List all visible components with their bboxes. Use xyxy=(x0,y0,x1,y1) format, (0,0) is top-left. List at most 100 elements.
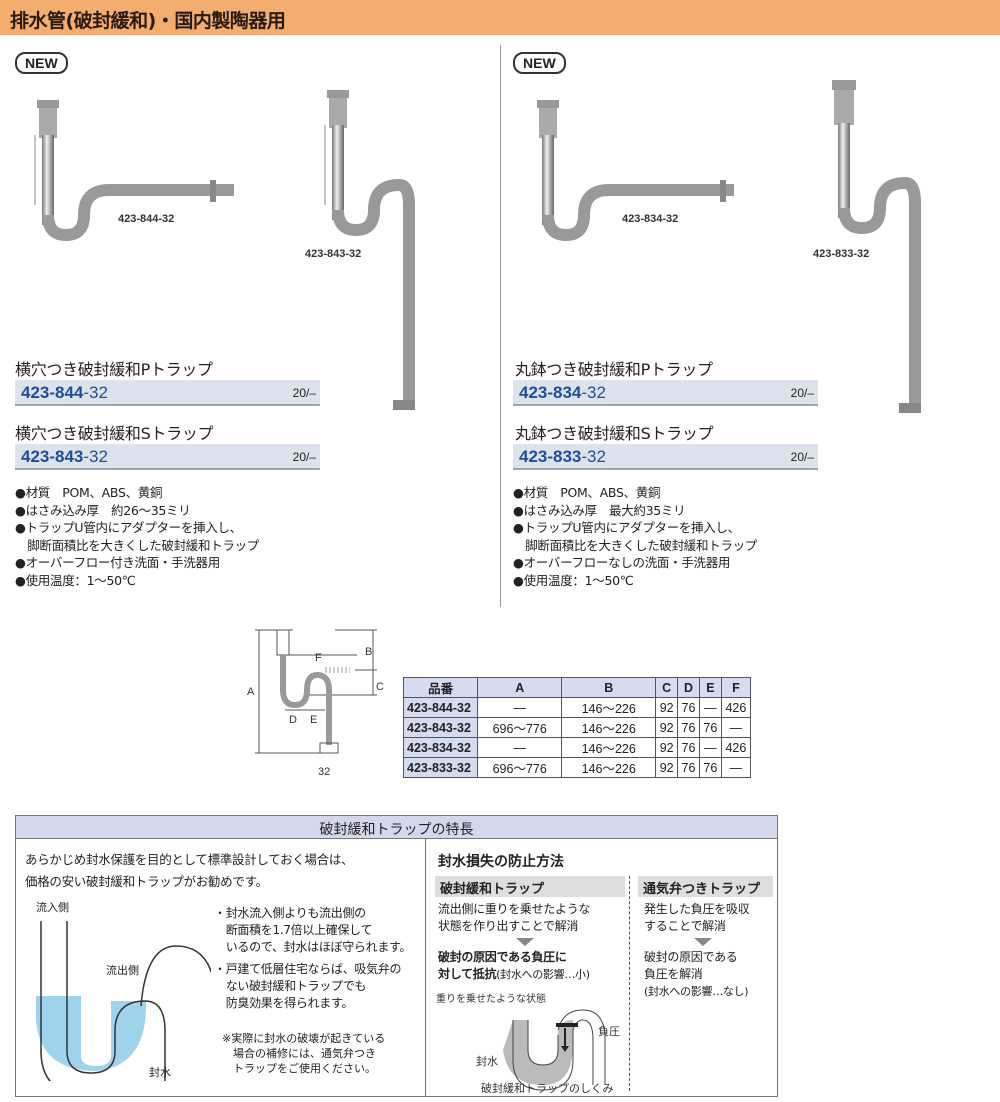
dimension-diagram: A B C D E F 32 xyxy=(247,629,384,778)
cell: — xyxy=(698,697,722,718)
cell: 92 xyxy=(655,737,679,758)
dim-label-32: 32 xyxy=(318,766,330,778)
desc-line: 発生した負圧を吸収 xyxy=(644,902,750,916)
new-badge: NEW xyxy=(513,52,566,74)
cell: — xyxy=(477,697,563,718)
point-line: 断面積を1.7倍以上確保して xyxy=(214,923,373,937)
cell: 696〜776 xyxy=(477,757,563,778)
note-line: トラップをご使用ください。 xyxy=(222,1062,376,1075)
cell: — xyxy=(720,757,752,778)
fig-caption: 破封緩和トラップのしくみ xyxy=(481,1081,613,1095)
dim-label-a: A xyxy=(247,686,255,698)
product-code: 423-833 xyxy=(519,447,582,466)
mechanism-figure: 重りを乗せたような状態 負圧 封水 破封緩和トラップのしくみ xyxy=(436,992,620,1095)
cell: 426 xyxy=(720,697,752,718)
price: 20/– xyxy=(292,386,316,400)
dim-label-d: D xyxy=(289,714,297,726)
s-trap-image-423-833 xyxy=(832,80,921,413)
result-line: 負圧を解消 xyxy=(644,967,703,981)
col2-result: 破封の原因である負圧を解消(封水への影響…なし) xyxy=(644,949,749,1000)
cell: — xyxy=(477,737,563,758)
spec-item: ●材質 POM、ABS、黄銅 xyxy=(513,485,661,500)
spec-list: ●材質 POM、ABS、黄銅●はさみ込み厚 最大約35ミリ●トラップU管内にアダ… xyxy=(513,484,757,589)
code-suffix: -32 xyxy=(581,447,606,466)
point-line: 防臭効果を得られます。 xyxy=(214,996,354,1010)
col1-head: 破封緩和トラップ xyxy=(435,876,625,897)
col1-result: 破封の原因である負圧に対して抵抗(封水への影響…小) xyxy=(438,949,590,983)
spec-item: ●トラップU管内にアダプターを挿入し、 xyxy=(15,520,242,535)
cell: 92 xyxy=(655,717,679,738)
cell: 146〜226 xyxy=(561,697,657,718)
cell: 76 xyxy=(698,757,722,778)
product-code: 423-843 xyxy=(21,447,84,466)
spec-list: ●材質 POM、ABS、黄銅●はさみ込み厚 約26〜35ミリ●トラップU管内にア… xyxy=(15,484,259,589)
box-divider xyxy=(425,839,426,1097)
th: D xyxy=(677,677,700,698)
cell: 146〜226 xyxy=(561,737,657,758)
col2-desc: 発生した負圧を吸収することで解消 xyxy=(644,901,750,935)
dim-label-e: E xyxy=(310,714,317,726)
feature-points: ・封水流入側よりも流出側の 断面積を1.7倍以上確保して いるので、封水はほぼ守… xyxy=(214,905,412,1012)
spec-item: 脚断面積比を大きくした破封緩和トラップ xyxy=(15,537,260,553)
th: C xyxy=(655,677,679,698)
cell: 92 xyxy=(655,697,679,718)
cell: 76 xyxy=(698,717,722,738)
price: 20/– xyxy=(790,450,814,464)
product-row: 423-844-32 20/– xyxy=(15,380,320,406)
outlet-label: 流出側 xyxy=(106,963,139,977)
cell: — xyxy=(698,737,722,758)
feature-box: 破封緩和トラップの特長 あらかじめ封水保護を目的として標準設計しておく場合は、価… xyxy=(15,815,778,1097)
cell: 76 xyxy=(677,717,700,738)
spec-item: ●トラップU管内にアダプターを挿入し、 xyxy=(513,520,740,535)
water-label: 封水 xyxy=(476,1054,498,1068)
dim-label-c: C xyxy=(376,681,384,693)
cell: 426 xyxy=(720,737,752,758)
water-label: 封水 xyxy=(149,1065,171,1079)
product-name: 横穴つき破封緩和Sトラップ xyxy=(15,424,214,443)
arrow-down-icon xyxy=(516,938,534,946)
code-suffix: -32 xyxy=(83,447,108,466)
spec-item: ●使用温度：1〜50℃ xyxy=(15,572,136,588)
cell: 696〜776 xyxy=(477,717,563,738)
th: B xyxy=(561,677,657,698)
image-label: 423-833-32 xyxy=(813,248,870,260)
product-name: 丸鉢つき破封緩和Sトラップ xyxy=(515,424,714,443)
spec-item: ●使用温度：1〜50℃ xyxy=(513,572,634,588)
product-code: 423-844 xyxy=(21,383,84,402)
arrow-down-icon xyxy=(694,938,712,946)
desc-line: することで解消 xyxy=(644,919,726,933)
cell: — xyxy=(720,717,752,738)
point-line: ・封水流入側よりも流出側の xyxy=(214,906,366,920)
page-header: 排水管(破封緩和)・国内製陶器用 xyxy=(0,0,1000,35)
spec-item: ●材質 POM、ABS、黄銅 xyxy=(15,485,163,500)
cell: 92 xyxy=(655,757,679,778)
s-trap-image-423-843 xyxy=(324,90,415,410)
col1-desc: 流出側に重りを乗せたような状態を作り出すことで解消 xyxy=(438,901,590,935)
cell: 76 xyxy=(677,697,700,718)
th: A xyxy=(477,677,563,698)
inlet-label: 流入側 xyxy=(36,901,69,914)
dim-label-f: F xyxy=(315,652,322,664)
code-suffix: -32 xyxy=(83,383,108,402)
p-trap-image-423-844 xyxy=(34,100,234,242)
price: 20/– xyxy=(790,386,814,400)
result-line: 破封の原因である xyxy=(644,950,738,964)
p-trap-image-423-834 xyxy=(537,100,734,242)
th: E xyxy=(698,677,722,698)
effect-text: (封水への影響…小) xyxy=(496,968,590,981)
cell: 76 xyxy=(677,757,700,778)
desc-line: 状態を作り出すことで解消 xyxy=(438,919,579,933)
image-label: 423-844-32 xyxy=(118,213,175,225)
col2-head: 通気弁つきトラップ xyxy=(638,876,773,897)
product-row: 423-833-32 20/– xyxy=(513,444,818,470)
trap-water-figure: 流入側 流出側 封水 xyxy=(36,901,211,1081)
dashed-divider xyxy=(629,876,630,1091)
result-line: 対して抵抗 xyxy=(438,967,497,981)
intro-line: あらかじめ封水保護を目的として標準設計しておく場合は、 xyxy=(25,852,354,867)
image-label: 423-834-32 xyxy=(622,213,679,225)
